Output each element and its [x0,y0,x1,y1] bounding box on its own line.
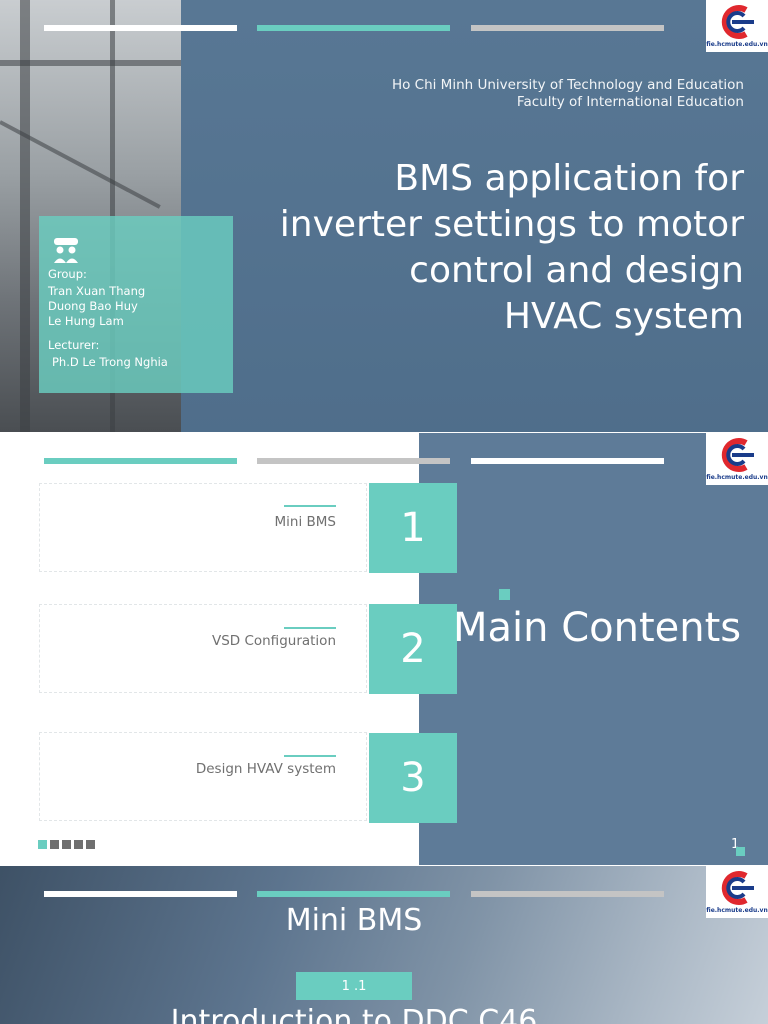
nav-bar-2 [257,458,450,464]
presentation-title: BMS application for inverter settings to… [204,156,744,340]
accent-rule [284,505,336,507]
indicator-dot[interactable] [38,840,47,849]
title-line: inverter settings to motor [279,204,744,245]
university-name: Ho Chi Minh University of Technology and… [391,77,744,93]
nav-bar-3 [471,891,664,897]
nav-bar-3 [471,25,664,31]
section-slide: fie.hcmute.edu.vn Mini BMS 1 .1 Introduc… [0,866,768,1024]
nav-bar-1 [44,891,237,897]
faculty-name: Faculty of International Education [516,94,744,110]
section-title: Mini BMS [285,903,423,938]
hcmute-logo-icon [721,5,754,39]
institution-info: Ho Chi Minh University of Technology and… [392,77,744,111]
indicator-dot[interactable] [86,840,95,849]
nav-bar-1 [44,25,237,31]
hcmute-logo-icon [721,871,754,905]
nav-bar-1 [44,458,237,464]
title-line: HVAC system [503,296,744,337]
logo-url: fie.hcmute.edu.vn [706,474,768,481]
agenda-number-3[interactable]: 3 [369,733,457,823]
nav-bar-2 [257,891,450,897]
agenda-item-3[interactable]: Design HVAV system [39,732,367,821]
slide-indicator [38,840,95,849]
contents-panel [419,433,768,865]
accent-rule [284,627,336,629]
nav-bar-3 [471,458,664,464]
group-label: Group: [48,267,87,281]
lecturer-label: Lecturer: [48,338,100,352]
decor-square [736,847,745,856]
decor-square [499,589,510,600]
title-line: control and design [409,250,744,291]
logo-url: fie.hcmute.edu.vn [706,907,768,914]
agenda-item-label: Design HVAV system [195,761,336,777]
group-info-box: Group: Tran Xuan Thang Duong Bao Huy Le … [39,216,233,393]
page-number: 1 [731,837,740,852]
logo-url: fie.hcmute.edu.vn [706,41,768,48]
team-icon [54,238,78,263]
title-slide: fie.hcmute.edu.vn Ho Chi Minh University… [0,0,768,432]
section-number-badge: 1 .1 [296,972,412,1000]
contents-slide: fie.hcmute.edu.vn Mini BMS 1 VSD Configu… [0,433,768,865]
member-name: Duong Bao Huy [48,299,138,313]
lecturer-name: Ph.D Le Trong Nghia [52,355,168,369]
indicator-dot[interactable] [74,840,83,849]
accent-rule [284,755,336,757]
university-logo: fie.hcmute.edu.vn [706,866,768,918]
university-logo: fie.hcmute.edu.vn [706,433,768,485]
member-name: Le Hung Lam [48,314,124,328]
subsection-title: Introduction to DDC C46 [170,1004,538,1024]
indicator-dot[interactable] [62,840,71,849]
nav-bar-2 [257,25,450,31]
agenda-item-label: VSD Configuration [211,633,336,649]
title-panel [181,0,768,432]
indicator-dot[interactable] [50,840,59,849]
agenda-number-1[interactable]: 1 [369,483,457,573]
university-logo: fie.hcmute.edu.vn [706,0,768,52]
agenda-item-label: Mini BMS [274,514,336,530]
agenda-number-2[interactable]: 2 [369,604,457,694]
agenda-item-2[interactable]: VSD Configuration [39,604,367,693]
background-photo [0,866,768,1024]
hcmute-logo-icon [721,438,754,472]
agenda-item-1[interactable]: Mini BMS [39,483,367,572]
contents-heading: Main Contents [453,605,742,651]
member-name: Tran Xuan Thang [48,284,146,298]
title-line: BMS application for [394,158,744,199]
